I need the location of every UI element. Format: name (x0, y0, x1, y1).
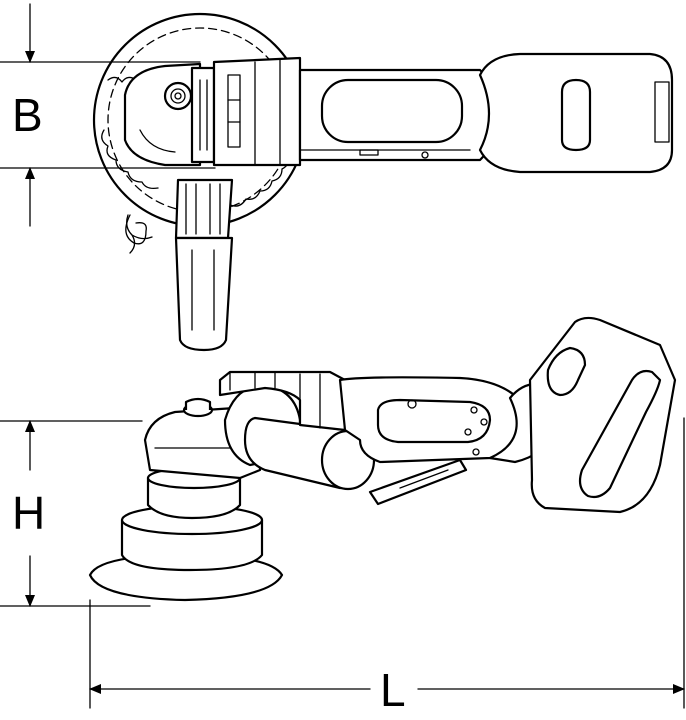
dimension-h-label: H (12, 487, 45, 539)
dimension-l: L (89, 417, 685, 716)
trigger-lever (368, 458, 468, 506)
top-collar (212, 56, 302, 167)
top-battery (478, 52, 674, 174)
bonnet-drawstring (125, 214, 147, 245)
side-battery: KSTOOLS (528, 316, 677, 514)
dimension-l-label: L (380, 664, 406, 716)
side-view: KSTOOLS (88, 316, 677, 602)
top-gear-head (123, 62, 216, 167)
top-view (92, 12, 674, 352)
top-body (298, 68, 502, 162)
top-side-handle (174, 178, 234, 352)
dimension-h: H (0, 420, 151, 607)
backing-pad (88, 466, 284, 602)
dimension-b-label: B (12, 89, 43, 141)
dimension-b: B (0, 3, 216, 227)
